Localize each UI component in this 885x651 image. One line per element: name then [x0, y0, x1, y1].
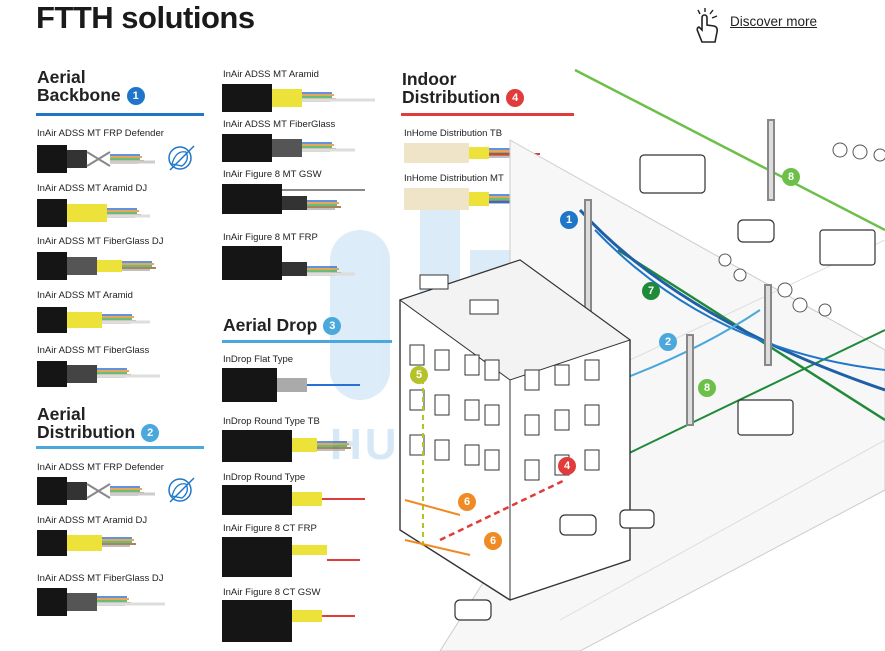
- page-title: FTTH solutions: [36, 0, 255, 35]
- cable-label: InAir ADSS MT Aramid DJ: [37, 183, 148, 194]
- cable-image: [37, 588, 165, 616]
- map-marker-1: 1: [560, 211, 578, 229]
- cable-label: InAir ADSS MT FiberGlass DJ: [37, 236, 164, 247]
- aerial-backbone-rule: [36, 113, 204, 116]
- map-marker-2: 2: [659, 333, 677, 351]
- tap-hand-icon: [696, 8, 718, 43]
- cable-image: [37, 361, 160, 387]
- badge-4: 4: [506, 89, 525, 108]
- cable-image: [37, 477, 155, 505]
- map-marker-5: 5: [410, 366, 428, 384]
- cable-image: [37, 307, 150, 333]
- cable-image: [222, 537, 360, 577]
- badge-2: 2: [141, 424, 160, 443]
- aerial-drop-line: [619, 309, 761, 381]
- cable-label: InAir Figure 8 MT FRP: [223, 232, 318, 243]
- cable-image: [222, 84, 375, 112]
- map-marker-7: 7: [642, 282, 660, 300]
- map-marker-6: 6: [484, 532, 502, 550]
- cable-image: [222, 430, 352, 462]
- cable-label: InAir ADSS MT FRP Defender: [37, 462, 164, 473]
- squirrel-defender-icon: [168, 145, 195, 171]
- cable-label: InHome Distribution MT: [404, 173, 504, 184]
- map-marker-8: 8: [698, 379, 716, 397]
- aerial-backbone-line: [578, 208, 885, 392]
- indoor-distribution-line: [439, 478, 566, 542]
- aerial-distribution-rule: [36, 446, 204, 449]
- cable-image: [222, 184, 365, 214]
- cable-label: InAir ADSS MT Aramid: [37, 290, 133, 301]
- cable-label: InAir Figure 8 CT FRP: [223, 523, 317, 534]
- cable-label: InDrop Round Type TB: [223, 416, 320, 427]
- cable-image: [222, 600, 355, 642]
- cable-label: InDrop Round Type: [223, 472, 306, 483]
- cable-label: InAir ADSS MT Aramid: [223, 69, 319, 80]
- map-marker-4: 4: [558, 457, 576, 475]
- cable-image: [222, 485, 365, 515]
- map-marker-8: 8: [782, 168, 800, 186]
- cable-label: InAir ADSS MT FiberGlass DJ: [37, 573, 164, 584]
- badge-1: 1: [126, 87, 145, 106]
- ftth-network-map: [398, 68, 885, 651]
- cable-image: [222, 134, 355, 162]
- cable-label: InHome Distribution TB: [404, 128, 503, 139]
- cable-label: InAir ADSS MT FiberGlass: [223, 119, 336, 130]
- cable-image: [222, 368, 360, 402]
- aerial-drop-rule: [222, 340, 392, 343]
- squirrel-defender-icon: [168, 477, 195, 503]
- cable-image: [222, 246, 355, 280]
- indoor-distribution-rule: [401, 113, 574, 116]
- tree-icon: [718, 142, 885, 317]
- cable-image: [37, 199, 150, 227]
- green-backbone-line: [574, 68, 885, 232]
- vehicle-icon: [454, 154, 876, 621]
- map-marker-6: 6: [458, 493, 476, 511]
- cable-label: InAir Figure 8 MT GSW: [223, 169, 322, 180]
- discover-more-link[interactable]: Discover more: [730, 14, 818, 29]
- cable-label: InAir ADSS MT FRP Defender: [37, 128, 164, 139]
- cable-label: InAir Figure 8 CT GSW: [223, 587, 321, 598]
- utility-pole: [584, 119, 775, 426]
- cable-image: [37, 145, 155, 173]
- cable-label: InDrop Flat Type: [223, 354, 294, 365]
- cable-label: InAir ADSS MT Aramid DJ: [37, 515, 148, 526]
- badge-3: 3: [323, 317, 342, 336]
- cable-image: [37, 530, 137, 556]
- cable-image: [37, 252, 157, 280]
- cable-label: InAir ADSS MT FiberGlass: [37, 345, 150, 356]
